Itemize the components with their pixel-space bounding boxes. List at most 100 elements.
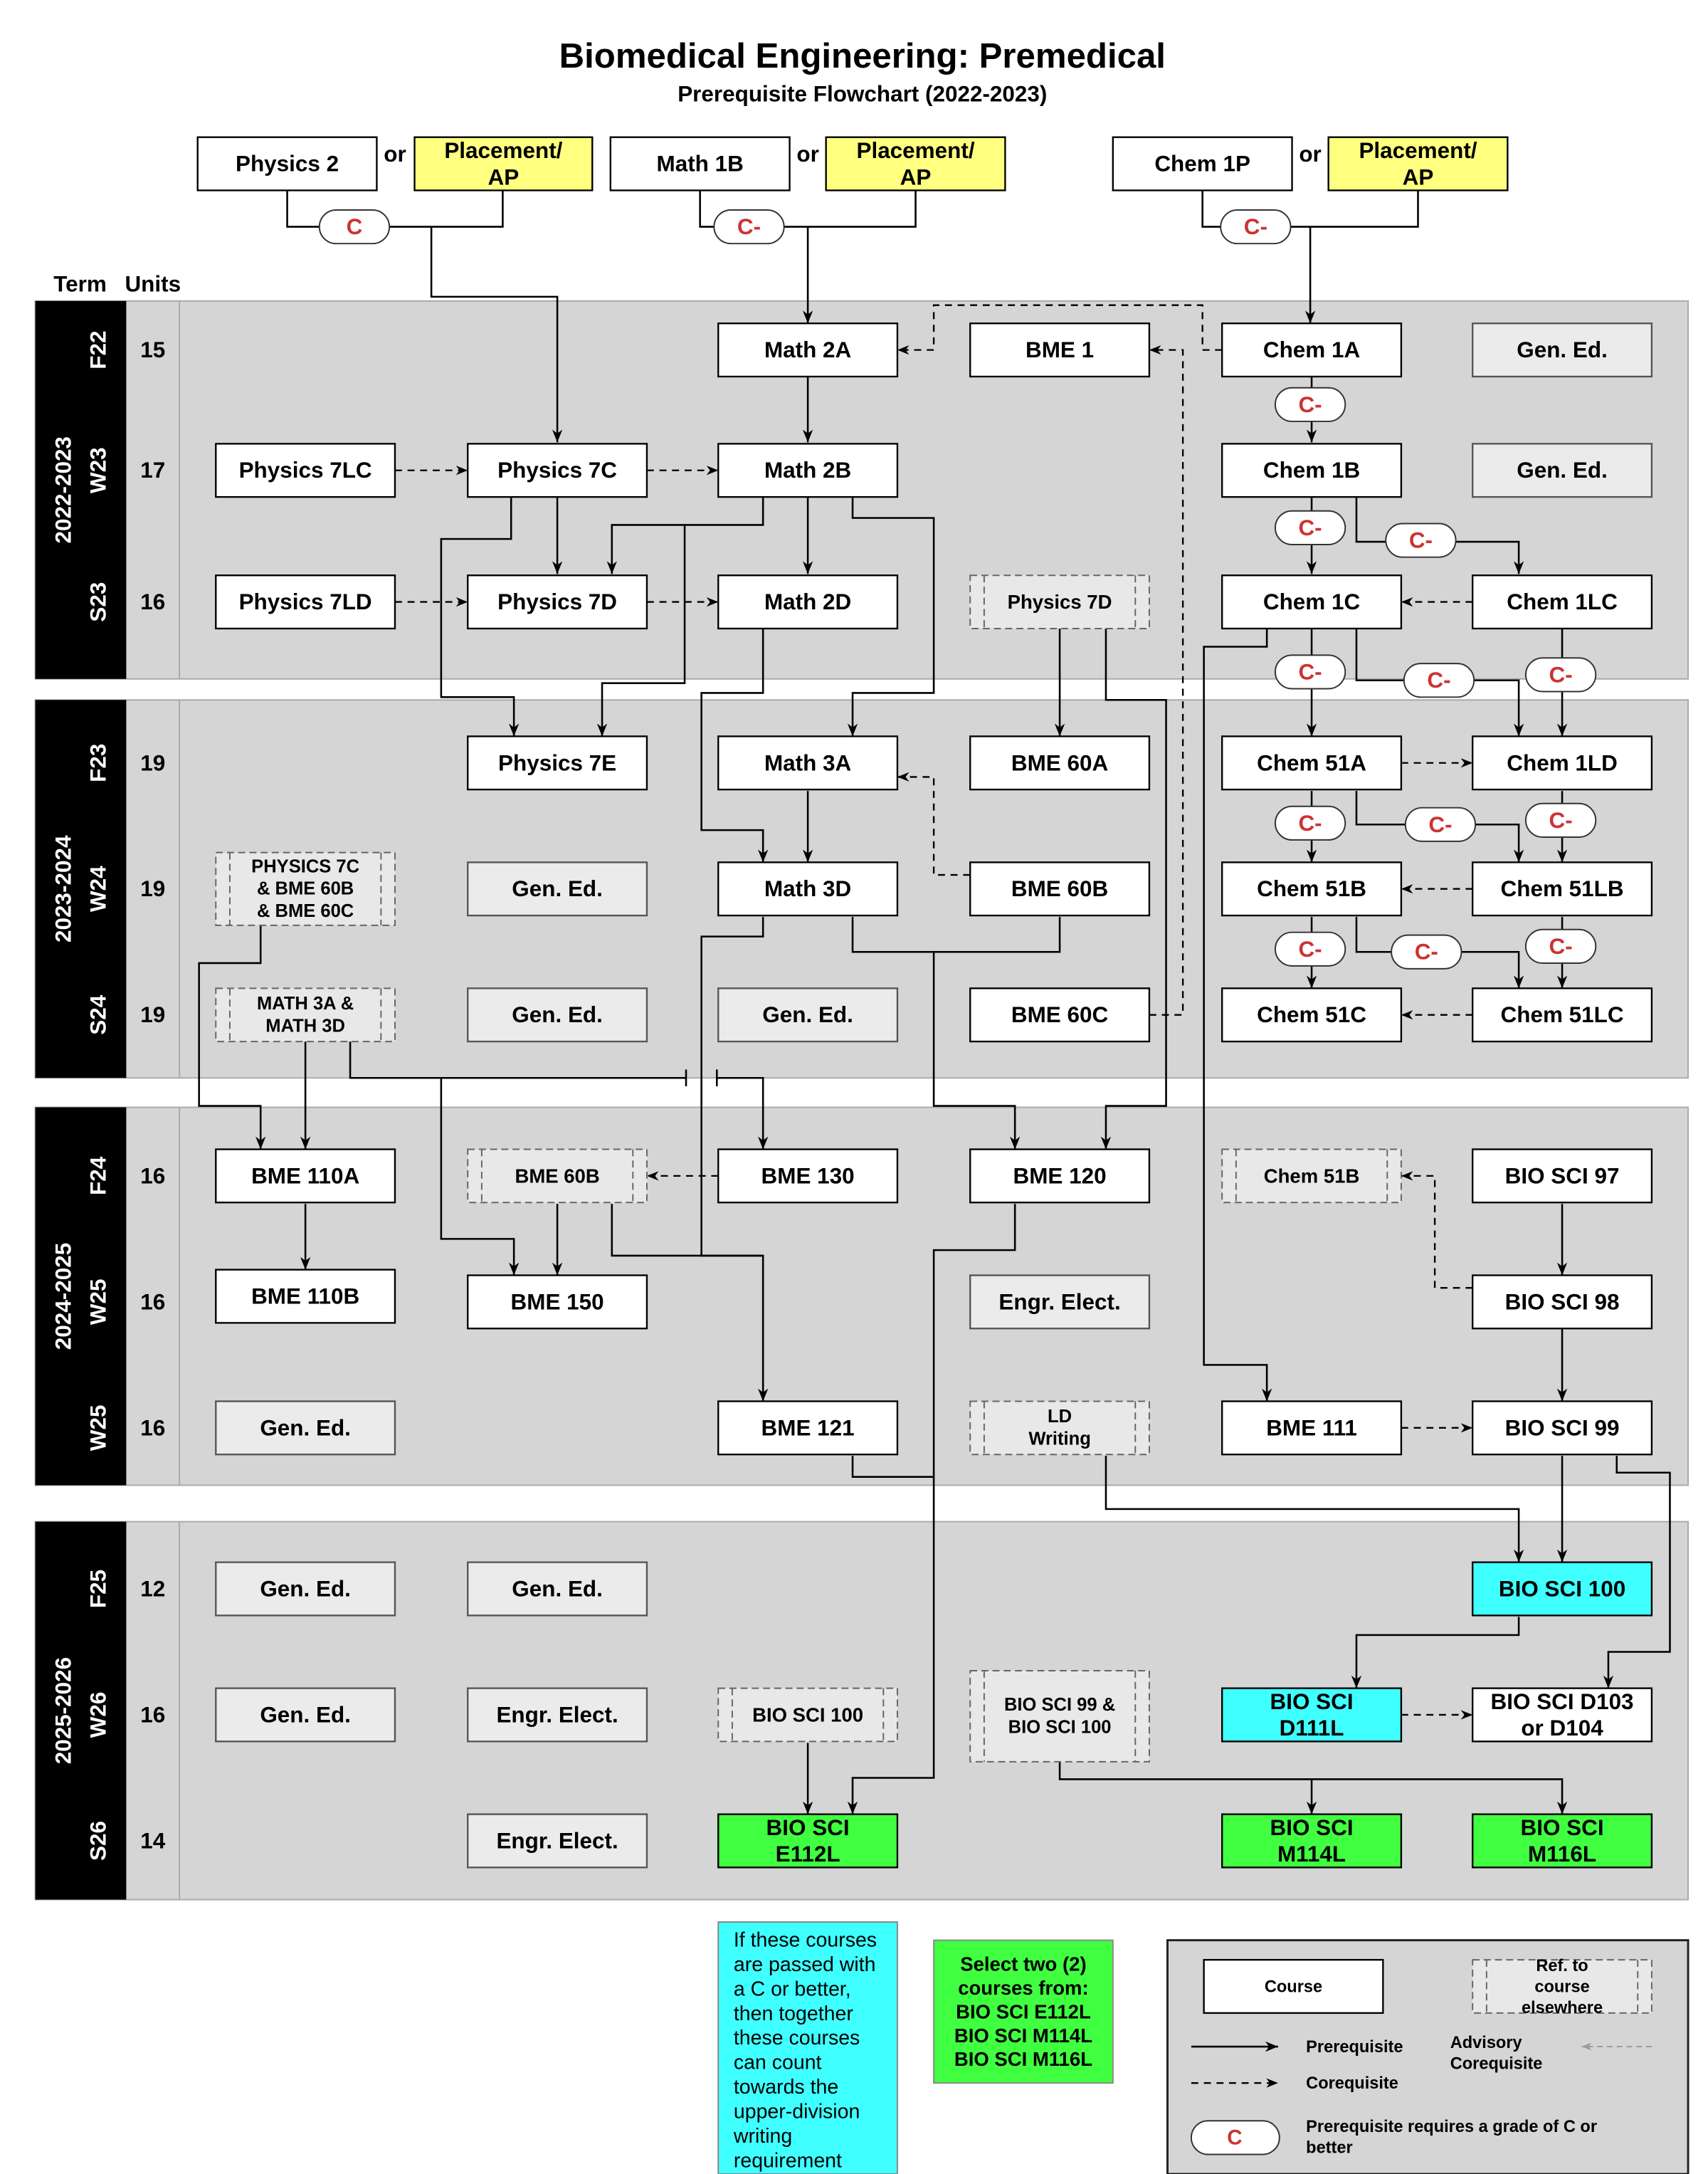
- prerequisite-arrow: [349, 1041, 687, 1079]
- course-label: BIO SCI: [1270, 1815, 1354, 1840]
- course-label: Gen. Ed.: [1517, 337, 1608, 362]
- course-box-bme150: BME 150: [467, 1274, 648, 1330]
- grade-label: C-: [1298, 937, 1322, 962]
- legend-corequisite: Corequisite: [1306, 2074, 1398, 2092]
- term-label: S24: [86, 994, 111, 1034]
- course-box-math2b: Math 2B: [717, 443, 899, 498]
- course-label: BIO SCI 98: [1505, 1289, 1620, 1314]
- badge-shape: [1404, 807, 1477, 842]
- course-label: BIO SCI: [766, 1815, 850, 1840]
- course-label: Course: [1265, 1977, 1322, 1995]
- box-border: [717, 1687, 898, 1743]
- course-label: Chem 1LD: [1507, 750, 1618, 775]
- grade-label: C-: [1415, 940, 1438, 965]
- page-title: Biomedical Engineering: Premedical: [559, 36, 1166, 75]
- term-units: 15: [140, 337, 165, 362]
- term-units: 16: [140, 1289, 165, 1314]
- course-box-chem1b: Chem 1B: [1221, 443, 1403, 498]
- select-note-text: Select two (2): [960, 1953, 1086, 1975]
- course-box-chem51lb: Chem 51LB: [1472, 861, 1653, 917]
- term-label: F24: [86, 1156, 111, 1195]
- box-border: [717, 735, 899, 791]
- prerequisite-arrow: [606, 497, 764, 574]
- legend-prerequisite: Prerequisite: [1306, 2037, 1403, 2056]
- box-border: [1327, 136, 1509, 191]
- legend-grade-desc: Prerequisite requires a grade of C or: [1306, 2117, 1597, 2136]
- course-box-pap1: Placement/AP: [413, 136, 594, 191]
- prerequisite-arrow: [198, 915, 266, 1150]
- course-label: Chem 51C: [1257, 1002, 1366, 1027]
- course-label: Math 2A: [764, 337, 851, 362]
- writing-note-text: these courses: [734, 2027, 860, 2049]
- course-label: Placement/: [1359, 138, 1477, 163]
- grade-label: C-: [1549, 662, 1572, 687]
- course-label: & BME 60C: [257, 901, 354, 921]
- box-border: [717, 1400, 899, 1456]
- box-border: [467, 1813, 648, 1869]
- box-border: [215, 851, 396, 926]
- course-box-ge1: Gen. Ed.: [1472, 322, 1653, 378]
- course-box-ref51b: Chem 51B: [1221, 1148, 1402, 1204]
- grade-badge: C-: [713, 209, 785, 245]
- box-border: [1221, 861, 1403, 917]
- grade-badge: C-: [1274, 805, 1346, 841]
- box-border: [1221, 735, 1403, 791]
- box-border: [969, 861, 1151, 917]
- course-box-ref100: BIO SCI 100: [717, 1687, 898, 1743]
- course-box-bme1: BME 1: [969, 322, 1151, 378]
- box-border: [1203, 1958, 1384, 2015]
- prerequisite-arrow: [440, 1078, 520, 1276]
- course-label: MATH 3A &: [257, 994, 354, 1014]
- badge-shape: [1220, 209, 1292, 245]
- prerequisite-arrow: [1603, 1456, 1671, 1689]
- course-box-ge9: Gen. Ed.: [215, 1687, 396, 1743]
- box-border: [969, 1274, 1151, 1330]
- course-label: MATH 3D: [265, 1016, 345, 1036]
- box-border: [215, 1269, 396, 1324]
- prerequisite-arrow: [700, 917, 769, 1402]
- course-label: M114L: [1277, 1842, 1346, 1866]
- course-label: Math 3A: [764, 750, 851, 775]
- box-border: [196, 136, 378, 191]
- writing-note-text: a C or better,: [734, 1978, 851, 2000]
- box-border: [1221, 1148, 1402, 1204]
- grade-badge: C-: [1403, 663, 1475, 698]
- term-units: 14: [140, 1828, 165, 1853]
- prerequisite-arrow: [430, 226, 563, 443]
- grade-badge: C-: [1274, 931, 1346, 967]
- course-label: Placement/: [856, 138, 974, 163]
- course-box-bme130: BME 130: [717, 1148, 899, 1204]
- course-box-ge8: Gen. Ed.: [467, 1561, 648, 1617]
- term-header: Term: [53, 272, 107, 297]
- course-label: D111L: [1280, 1716, 1344, 1740]
- course-label: AP: [488, 164, 520, 189]
- course-label: BIO SCI 100: [1008, 1718, 1112, 1738]
- course-label: Math 3D: [764, 876, 851, 901]
- course-box-bme60c: BME 60C: [969, 987, 1151, 1043]
- box-border: [1472, 861, 1653, 917]
- legend-badge-shape: [1190, 2120, 1280, 2155]
- course-box-bme60b: BME 60B: [969, 861, 1151, 917]
- box-border: [717, 1148, 899, 1204]
- course-label: BME 1: [1026, 337, 1094, 362]
- term-units: 19: [140, 1002, 165, 1027]
- badge-shape: [318, 209, 391, 245]
- box-border: [969, 1400, 1150, 1456]
- course-box-bme110a: BME 110A: [215, 1148, 396, 1204]
- box-border: [1472, 1561, 1653, 1617]
- course-label: AP: [900, 164, 932, 189]
- term-units: 16: [140, 1163, 165, 1188]
- prerequisite-arrow: [431, 190, 504, 228]
- prerequisite-arrow: [440, 497, 520, 737]
- course-label: BIO SCI 99: [1505, 1415, 1620, 1440]
- course-label: Math 2D: [764, 589, 851, 614]
- course-label: BME 60C: [1011, 1002, 1108, 1027]
- course-label: BME 110A: [251, 1163, 359, 1188]
- box-border: [1221, 574, 1403, 630]
- course-box-chem1lc: Chem 1LC: [1472, 574, 1653, 630]
